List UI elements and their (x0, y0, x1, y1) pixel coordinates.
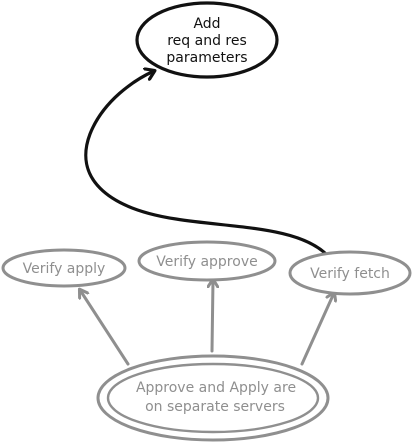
node-verify-fetch: Verify fetch (288, 250, 412, 296)
node-verify-fetch-shape (288, 250, 412, 296)
node-verify-fetch-label: Verify fetch (310, 266, 390, 282)
edge-separate-servers-to-verify-fetch (300, 293, 334, 366)
node-separate-servers-line-2: on separate servers (145, 399, 285, 415)
node-add-params-line-2: req and res (167, 33, 247, 49)
node-verify-apply-label: Verify apply (23, 261, 106, 277)
node-separate-servers-line-1: Approve and Apply are (136, 380, 296, 396)
node-verify-approve-shape (137, 240, 277, 282)
edge-separate-servers-to-verify-apply (80, 290, 130, 366)
edge-separate-servers-to-verify-approve (212, 280, 213, 353)
node-separate-servers: Approve and Apply are on separate server… (96, 354, 330, 442)
node-verify-apply-shape (1, 248, 127, 288)
node-add-params-line-3: parameters (166, 50, 247, 66)
edge-verify-fetch-to-add-params (84, 71, 330, 258)
node-verify-approve-label: Verify approve (156, 254, 257, 270)
node-separate-servers-outer-shape (96, 354, 330, 442)
node-add-params-shape (135, 1, 279, 79)
node-add-params-line-1: Add (193, 16, 220, 32)
node-add-params: Add req and res parameters (135, 1, 279, 79)
node-verify-apply: Verify apply (1, 248, 127, 288)
node-verify-approve: Verify approve (137, 240, 277, 282)
node-separate-servers-inner-shape (106, 362, 320, 434)
